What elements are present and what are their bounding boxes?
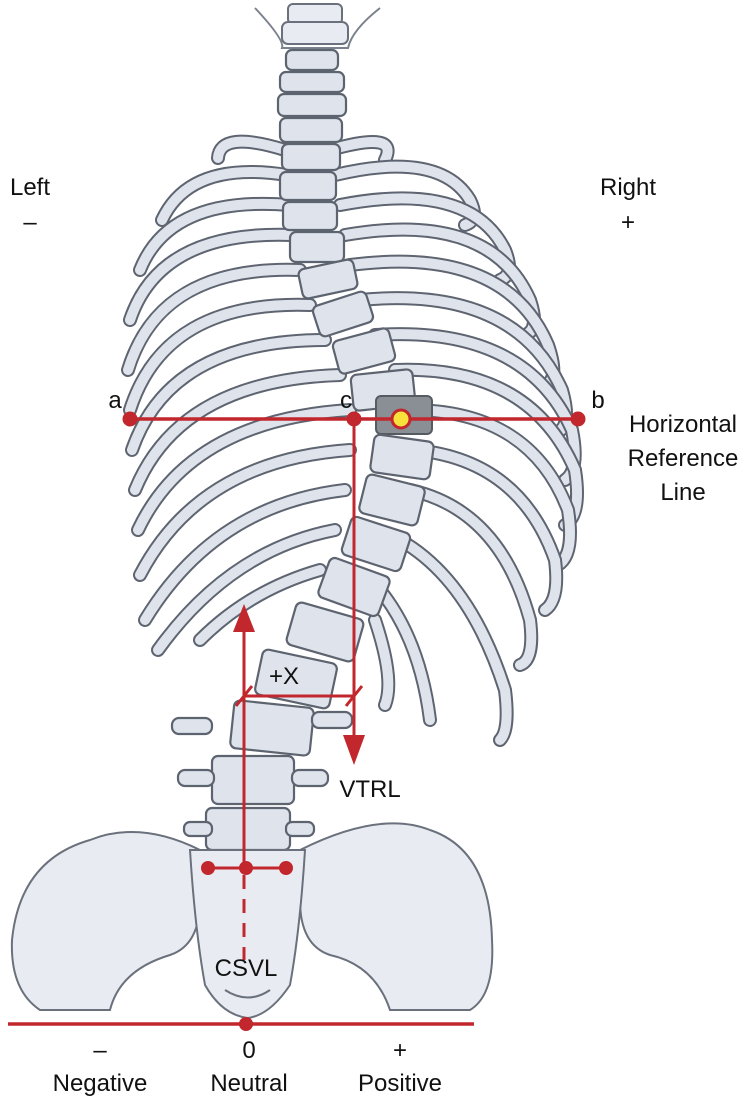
label-left-sign: –	[23, 209, 37, 236]
point-a-dot	[122, 411, 138, 427]
spine	[170, 48, 435, 852]
sacral-left-dot	[201, 861, 215, 875]
label-scale-zero: 0	[242, 1037, 255, 1064]
label-point-a: a	[108, 387, 122, 414]
csvl-arrowhead	[233, 604, 255, 632]
vtrl-arrowhead	[343, 735, 365, 765]
pelvis	[10, 822, 494, 1020]
sacral-mid-dot	[239, 861, 253, 875]
label-right: Right	[600, 174, 656, 201]
label-scale-negative: Negative	[53, 1070, 148, 1097]
label-scale-positive: Positive	[358, 1070, 442, 1097]
label-vtrl: VTRL	[339, 776, 400, 803]
annotations	[8, 408, 586, 1031]
label-scale-positive-sign: +	[393, 1037, 407, 1064]
ribs-left	[121, 134, 357, 657]
sacral-right-dot	[279, 861, 293, 875]
label-point-c: c	[340, 387, 352, 414]
scale-zero-dot	[239, 1017, 253, 1031]
label-left: Left	[10, 174, 50, 201]
label-csvl: CSVL	[215, 955, 278, 982]
label-right-sign: +	[621, 209, 635, 236]
point-b-dot	[570, 411, 586, 427]
label-horizontal-reference-2: Reference	[628, 445, 739, 472]
offset-tick-right	[344, 685, 364, 707]
ribs-right	[323, 135, 584, 747]
label-point-b: b	[591, 387, 604, 414]
skeleton-illustration	[10, 3, 584, 1020]
offset-tick-left	[234, 685, 254, 707]
apex-marker	[390, 408, 412, 430]
label-offset: +X	[269, 663, 299, 690]
label-scale-negative-sign: –	[93, 1037, 107, 1064]
label-horizontal-reference-3: Line	[660, 479, 705, 506]
label-horizontal-reference-1: Horizontal	[629, 411, 737, 438]
text-labels: Left – Right + a c b Horizontal Referenc…	[10, 174, 738, 1097]
skull-base	[254, 3, 381, 49]
label-scale-neutral: Neutral	[210, 1070, 287, 1097]
